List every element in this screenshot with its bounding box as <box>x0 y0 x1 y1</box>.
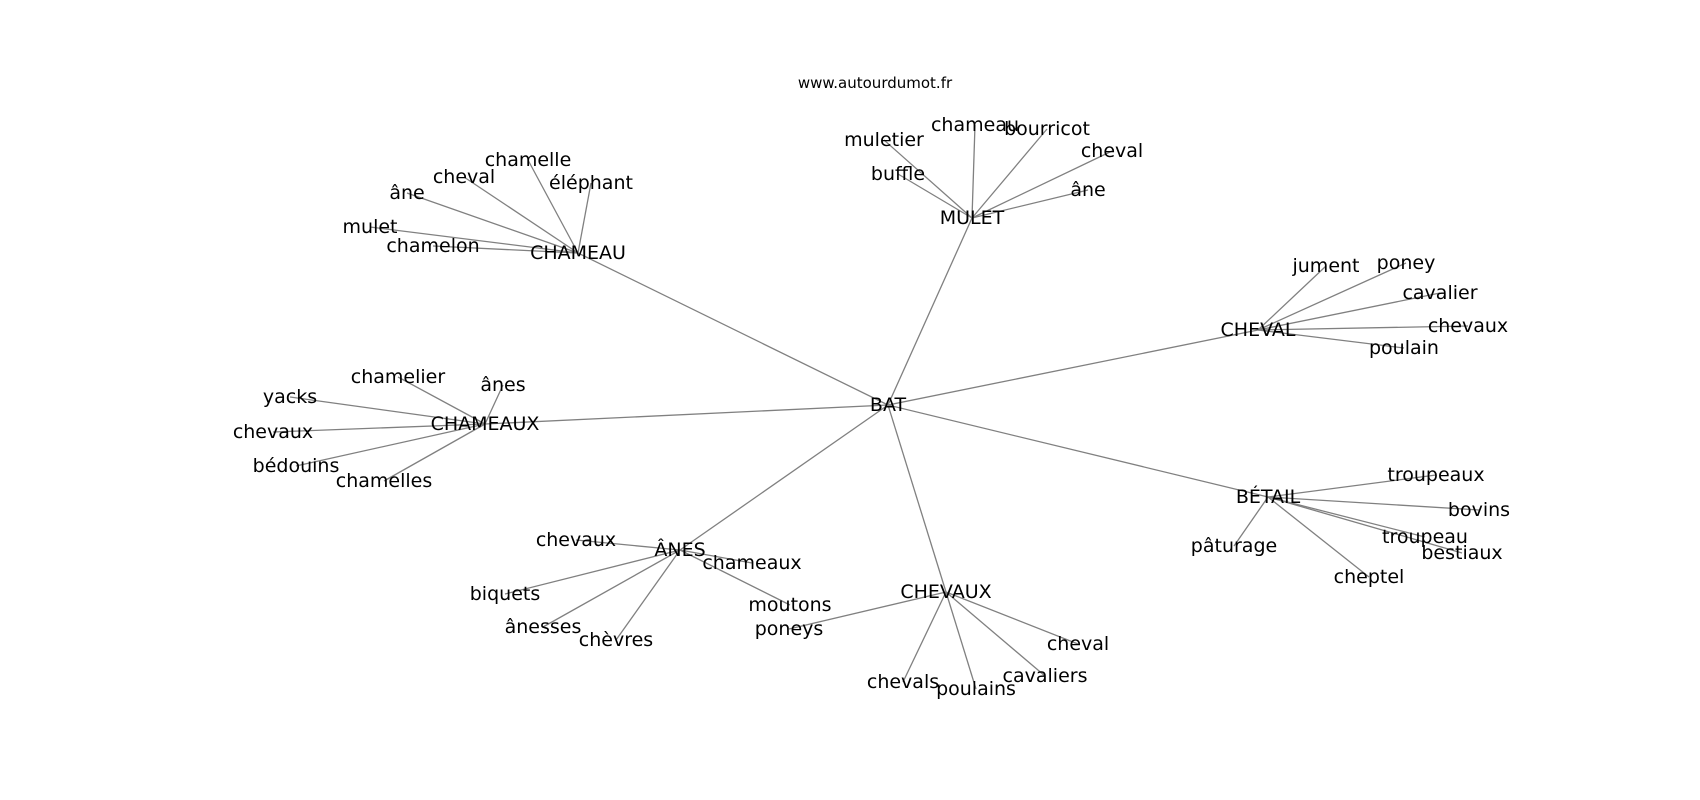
edge-5-0 <box>575 539 681 551</box>
edge-2-4 <box>1257 329 1405 349</box>
node-hub[interactable]: MULET <box>940 207 1005 229</box>
edge-4-3 <box>1267 496 1463 554</box>
node-leaf[interactable]: poney <box>1377 252 1436 274</box>
node-leaf[interactable]: bourricot <box>1004 118 1090 140</box>
node-leaf[interactable]: chameaux <box>702 552 801 574</box>
edge-4-5 <box>1267 496 1370 578</box>
edge-0-3 <box>971 150 1113 219</box>
edge-6-2 <box>945 591 1046 677</box>
node-leaf[interactable]: chameau <box>931 114 1019 136</box>
edge-1-3 <box>406 192 579 254</box>
edge-3-2 <box>289 396 486 425</box>
edge-4-0 <box>1267 474 1437 498</box>
node-leaf[interactable]: pâturage <box>1191 535 1277 557</box>
edge-4-4 <box>1233 496 1269 547</box>
edge-2-0 <box>1257 265 1327 331</box>
edge-2-1 <box>1257 262 1407 331</box>
node-center[interactable]: BAT <box>870 394 907 416</box>
edge-3-5 <box>383 423 486 482</box>
node-leaf[interactable]: poulain <box>1369 337 1439 359</box>
node-leaf[interactable]: yacks <box>263 386 317 408</box>
edge-3-3 <box>272 423 486 433</box>
node-leaf[interactable]: troupeaux <box>1387 464 1484 486</box>
edge-1-5 <box>432 245 579 254</box>
node-leaf[interactable]: mulet <box>343 216 398 238</box>
node-leaf[interactable]: âne <box>389 182 424 204</box>
node-leaf[interactable]: poulains <box>936 678 1016 700</box>
node-leaf[interactable]: cheval <box>1081 140 1143 162</box>
node-hub[interactable]: CHAMEAUX <box>431 413 540 435</box>
edge-5-2 <box>504 549 681 595</box>
node-leaf[interactable]: chevals <box>867 671 939 693</box>
edge-1-1 <box>463 176 579 254</box>
edge-6-0 <box>788 591 947 630</box>
node-hub[interactable]: CHEVAL <box>1221 319 1296 341</box>
node-leaf[interactable]: jument <box>1291 255 1359 277</box>
edge-6-4 <box>945 591 977 690</box>
node-leaf[interactable]: ânes <box>480 374 525 396</box>
node-leaf[interactable]: bédouins <box>253 455 340 477</box>
node-hub[interactable]: BÉTAIL <box>1236 485 1301 508</box>
edge-5-1 <box>679 549 753 564</box>
node-leaf[interactable]: moutons <box>748 594 831 616</box>
edge-center-2 <box>887 329 1259 406</box>
edge-5-3 <box>542 549 681 628</box>
node-leaf[interactable]: cheval <box>433 166 495 188</box>
node-hub[interactable]: CHEVAUX <box>900 581 991 603</box>
edge-4-2 <box>1267 496 1426 538</box>
node-leaf[interactable]: chevaux <box>1428 315 1508 337</box>
node-leaf[interactable]: chèvres <box>579 629 653 651</box>
node-leaf[interactable]: troupeau <box>1382 526 1468 548</box>
node-hub[interactable]: CHAMEAU <box>530 242 626 264</box>
node-leaf[interactable]: chamelles <box>336 470 432 492</box>
node-leaf[interactable]: muletier <box>844 129 924 151</box>
node-leaf[interactable]: cavalier <box>1402 282 1477 304</box>
node-leaf[interactable]: bovins <box>1448 499 1510 521</box>
node-hub[interactable]: ÂNES <box>654 538 705 561</box>
node-leaf[interactable]: cavaliers <box>1003 665 1088 687</box>
edge-1-2 <box>577 182 592 254</box>
edge-0-5 <box>971 189 1089 219</box>
node-leaf[interactable]: bestiaux <box>1421 542 1502 564</box>
labels-layer: www.autourdumot.fr BAT MULET muletier chame… <box>233 74 1510 700</box>
edge-center-4 <box>887 404 1269 498</box>
edge-center-5 <box>679 404 889 551</box>
edge-1-0 <box>527 159 579 254</box>
edge-center-1 <box>577 252 889 406</box>
edge-2-3 <box>1257 325 1469 331</box>
edge-0-2 <box>971 128 1048 219</box>
node-leaf[interactable]: buffle <box>871 163 925 185</box>
edge-3-4 <box>295 423 486 467</box>
edge-0-1 <box>971 124 976 219</box>
node-leaf[interactable]: chamelle <box>485 149 572 171</box>
edge-3-0 <box>397 376 486 425</box>
node-leaf[interactable]: biquets <box>470 583 540 605</box>
node-leaf[interactable]: poneys <box>755 618 824 640</box>
node-leaf[interactable]: cheptel <box>1334 566 1405 588</box>
edge-center-6 <box>887 404 947 593</box>
edges-layer <box>272 124 1480 690</box>
edge-1-4 <box>369 226 579 254</box>
node-leaf[interactable]: ânesses <box>505 616 582 638</box>
edge-center-3 <box>484 404 889 425</box>
node-leaf[interactable]: chamelon <box>386 235 479 257</box>
node-leaf[interactable]: cheval <box>1047 633 1109 655</box>
edge-2-2 <box>1257 292 1441 331</box>
site-label[interactable]: www.autourdumot.fr <box>798 74 953 92</box>
edge-0-0 <box>883 139 973 219</box>
edge-5-4 <box>615 549 681 641</box>
edge-6-3 <box>902 591 947 683</box>
edge-0-4 <box>897 173 973 219</box>
edge-5-5 <box>679 549 791 606</box>
edge-center-0 <box>887 217 973 406</box>
node-leaf[interactable]: éléphant <box>549 172 633 194</box>
node-leaf[interactable]: chamelier <box>351 366 446 388</box>
node-leaf[interactable]: âne <box>1070 179 1105 201</box>
node-leaf[interactable]: chevaux <box>233 421 313 443</box>
edge-4-1 <box>1267 496 1480 511</box>
node-leaf[interactable]: chevaux <box>536 529 616 551</box>
edge-3-1 <box>484 384 504 425</box>
edge-6-1 <box>945 591 1079 645</box>
